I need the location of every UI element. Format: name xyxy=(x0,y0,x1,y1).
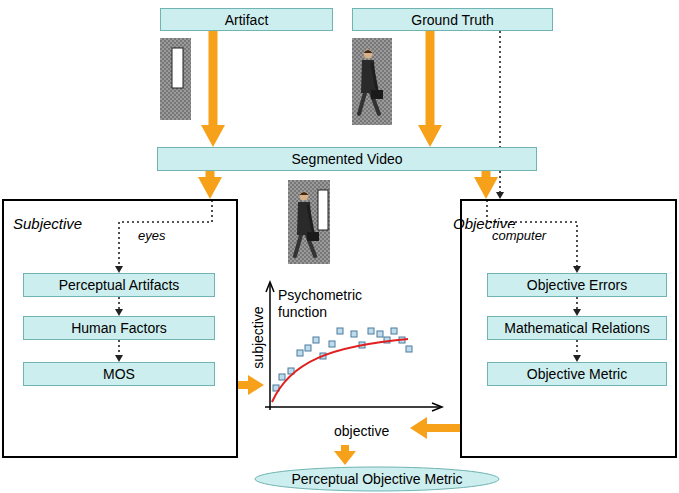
group-heading: Subjective xyxy=(13,215,82,232)
process-box: MOS xyxy=(23,362,215,386)
dotted-arrow xyxy=(487,200,581,273)
node-text: Ground Truth xyxy=(411,12,494,28)
flow-arrow xyxy=(238,375,460,465)
process-box: Segmented Video xyxy=(157,147,537,171)
node-text: Mathematical Relations xyxy=(504,320,650,336)
node-text: Perceptual Objective Metric xyxy=(291,471,462,487)
node-text: Artifact xyxy=(225,12,269,28)
chart-label: objective xyxy=(334,423,404,440)
node-text: Segmented Video xyxy=(291,151,402,167)
node-text: Objective Metric xyxy=(527,366,627,382)
dotted-arrow xyxy=(496,31,504,199)
process-box: Ground Truth xyxy=(352,8,553,31)
node-text: Human Factors xyxy=(71,320,167,336)
artifact-thumbnail xyxy=(160,38,191,120)
process-box: Artifact xyxy=(160,8,333,31)
flow-arrow xyxy=(201,31,225,147)
process-box: Mathematical Relations xyxy=(487,316,667,340)
process-box: Objective Metric xyxy=(487,362,667,386)
edge-label: eyes xyxy=(136,228,167,244)
group-panel: SubjectivePerceptual ArtifactsHuman Fact… xyxy=(2,199,238,458)
node-text: Objective Errors xyxy=(527,277,627,293)
dotted-arrow xyxy=(573,297,581,316)
node-text: MOS xyxy=(103,366,135,382)
dotted-arrow xyxy=(115,340,123,362)
result-ellipse: Perceptual Objective Metric xyxy=(254,466,500,492)
ground-truth-thumbnail xyxy=(352,38,392,125)
flow-arrow xyxy=(198,171,222,199)
segmented-thumbnail xyxy=(288,180,330,264)
dotted-arrow xyxy=(573,340,581,362)
chart-label: Psychometric function xyxy=(278,287,374,321)
flow-arrow xyxy=(418,31,442,147)
process-box: Human Factors xyxy=(23,316,215,340)
dotted-arrow xyxy=(115,297,123,316)
flow-arrow xyxy=(474,171,498,199)
edge-label: computer xyxy=(490,228,548,244)
process-box: Objective Errors xyxy=(487,273,667,297)
dotted-arrow xyxy=(115,200,212,273)
axis-label: subjective xyxy=(250,303,267,373)
psychometric-chart xyxy=(265,282,442,411)
process-box: Perceptual Artifacts xyxy=(23,273,215,297)
node-text: Perceptual Artifacts xyxy=(59,277,180,293)
